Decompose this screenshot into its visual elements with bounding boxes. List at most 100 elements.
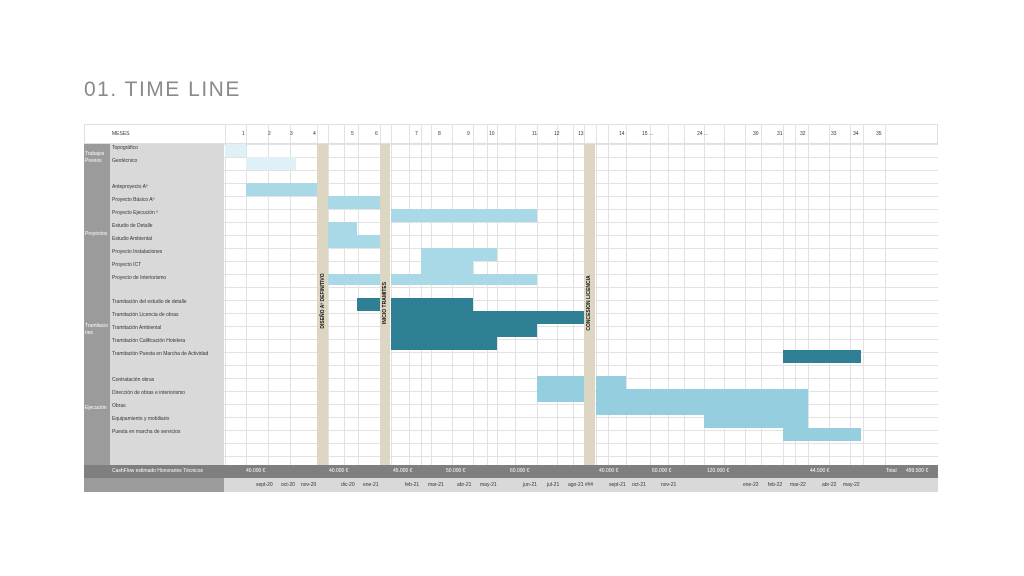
page-title: 01. TIME LINE xyxy=(84,78,241,101)
task-label: Proyecto de Interiorismo xyxy=(112,275,167,281)
milestone-concesion-bar xyxy=(584,144,595,468)
gantt-bar xyxy=(391,274,537,285)
date-label: dic-20 xyxy=(341,482,355,488)
month-label: 5 xyxy=(351,131,354,137)
date-label: abr-21 xyxy=(457,482,472,488)
grid-vline xyxy=(608,124,609,465)
grid-vline xyxy=(537,124,538,465)
date-label: sept-20 xyxy=(256,482,273,488)
grid-hline xyxy=(224,209,938,210)
grid-vline xyxy=(724,124,725,465)
cashflow-total-label: Total xyxy=(886,468,897,474)
gantt-bar xyxy=(596,376,626,389)
month-label: 34 xyxy=(853,131,859,137)
grid-hline xyxy=(224,274,938,275)
month-label: 3 xyxy=(290,131,293,137)
grid-vline xyxy=(290,124,291,465)
grid-hline xyxy=(224,196,938,197)
grid-hline xyxy=(224,456,938,457)
gantt-bar xyxy=(537,376,584,402)
cashflow-value: 60.000 € xyxy=(652,468,672,474)
grid-vline xyxy=(596,124,597,465)
gantt-bar xyxy=(783,350,861,363)
phase-label-trabajos-previos: Trabajos Previos xyxy=(85,151,105,164)
gantt-bar xyxy=(596,389,808,415)
date-label: jul-21 xyxy=(547,482,560,488)
month-label: 15 ... xyxy=(642,131,654,137)
month-label: 32 xyxy=(800,131,806,137)
grid-hline xyxy=(224,300,938,301)
task-label: Anteproyecto Aº xyxy=(112,184,148,190)
grid-vline xyxy=(761,124,762,465)
month-label: 8 xyxy=(438,131,441,137)
grid-hline xyxy=(224,417,938,418)
phase-column xyxy=(84,144,110,468)
grid-hline xyxy=(224,430,938,431)
month-label: 31 xyxy=(777,131,783,137)
task-label: Tramitación Puesta en Marcha de Activida… xyxy=(112,351,209,357)
grid-vline xyxy=(650,124,651,465)
date-label: oct-21 xyxy=(632,482,646,488)
grid-vline xyxy=(557,124,558,465)
grid-vline xyxy=(225,124,226,465)
grid-hline xyxy=(224,352,938,353)
month-label: 30 xyxy=(753,131,759,137)
grid-hline xyxy=(224,287,938,288)
grid-vline xyxy=(704,124,705,465)
date-label: nov-21 xyxy=(661,482,677,488)
gantt-bar xyxy=(783,428,861,441)
grid-vline xyxy=(684,124,685,465)
grid-hline xyxy=(224,365,938,366)
month-label: 10 xyxy=(489,131,495,137)
grid-hline xyxy=(224,235,938,236)
month-label: 2 xyxy=(268,131,271,137)
gantt-bar xyxy=(357,298,380,311)
grid-hline xyxy=(224,339,938,340)
meses-label: MESES xyxy=(112,131,130,137)
grid-vline xyxy=(391,124,392,465)
grid-vline xyxy=(573,124,574,465)
grid-hline xyxy=(224,183,938,184)
date-label: ago-21 xyxy=(568,482,584,488)
date-label: ### xyxy=(585,482,594,488)
date-label: ene-21 xyxy=(363,482,379,488)
cashflow-value: 40.000 € xyxy=(599,468,619,474)
phase-label-tramitaciones: Tramitaciones xyxy=(85,323,109,336)
cashflow-value: 120.000 € xyxy=(707,468,730,474)
cashflow-value: 44.500 € xyxy=(810,468,830,474)
task-label: Topográfico xyxy=(112,145,138,151)
grid-vline xyxy=(246,124,247,465)
month-label: 13 xyxy=(578,131,584,137)
grid-vline xyxy=(745,124,746,465)
grid-hline xyxy=(224,404,938,405)
month-label: 24 ... xyxy=(697,131,709,137)
grid-hline xyxy=(224,170,938,171)
month-label: 4 xyxy=(313,131,316,137)
month-label: 35 xyxy=(876,131,882,137)
task-label-column xyxy=(110,144,224,468)
grid-vline xyxy=(268,124,269,465)
date-label: nov-20 xyxy=(301,482,317,488)
grid-vline xyxy=(328,124,329,465)
gantt-bar xyxy=(328,196,380,209)
gantt-bar xyxy=(704,415,808,428)
task-label: Tramitación Licencia de obras xyxy=(112,312,179,318)
milestone-concesion-label: CONCESION LICENCIA xyxy=(586,275,592,331)
milestone-inicio-label: INICIO TRAMITES xyxy=(382,281,388,325)
cashflow-value: 40.000 € xyxy=(246,468,266,474)
gantt-bar xyxy=(328,222,357,235)
date-label: oct-20 xyxy=(281,482,295,488)
date-label: mar-22 xyxy=(790,482,806,488)
grid-vline xyxy=(863,124,864,465)
grid-vline xyxy=(885,124,886,465)
gantt-bar xyxy=(391,324,537,337)
date-label: jun-21 xyxy=(523,482,537,488)
grid-vline xyxy=(497,124,498,465)
task-label: Dirección de obras e interiorismo xyxy=(112,390,186,396)
grid-vline xyxy=(344,124,345,465)
task-label: Tramitación del estudio de detalle xyxy=(112,299,187,305)
grid-vline xyxy=(431,124,432,465)
gantt-bar xyxy=(391,209,537,222)
grid-vline xyxy=(409,124,410,465)
grid-vline xyxy=(783,124,784,465)
